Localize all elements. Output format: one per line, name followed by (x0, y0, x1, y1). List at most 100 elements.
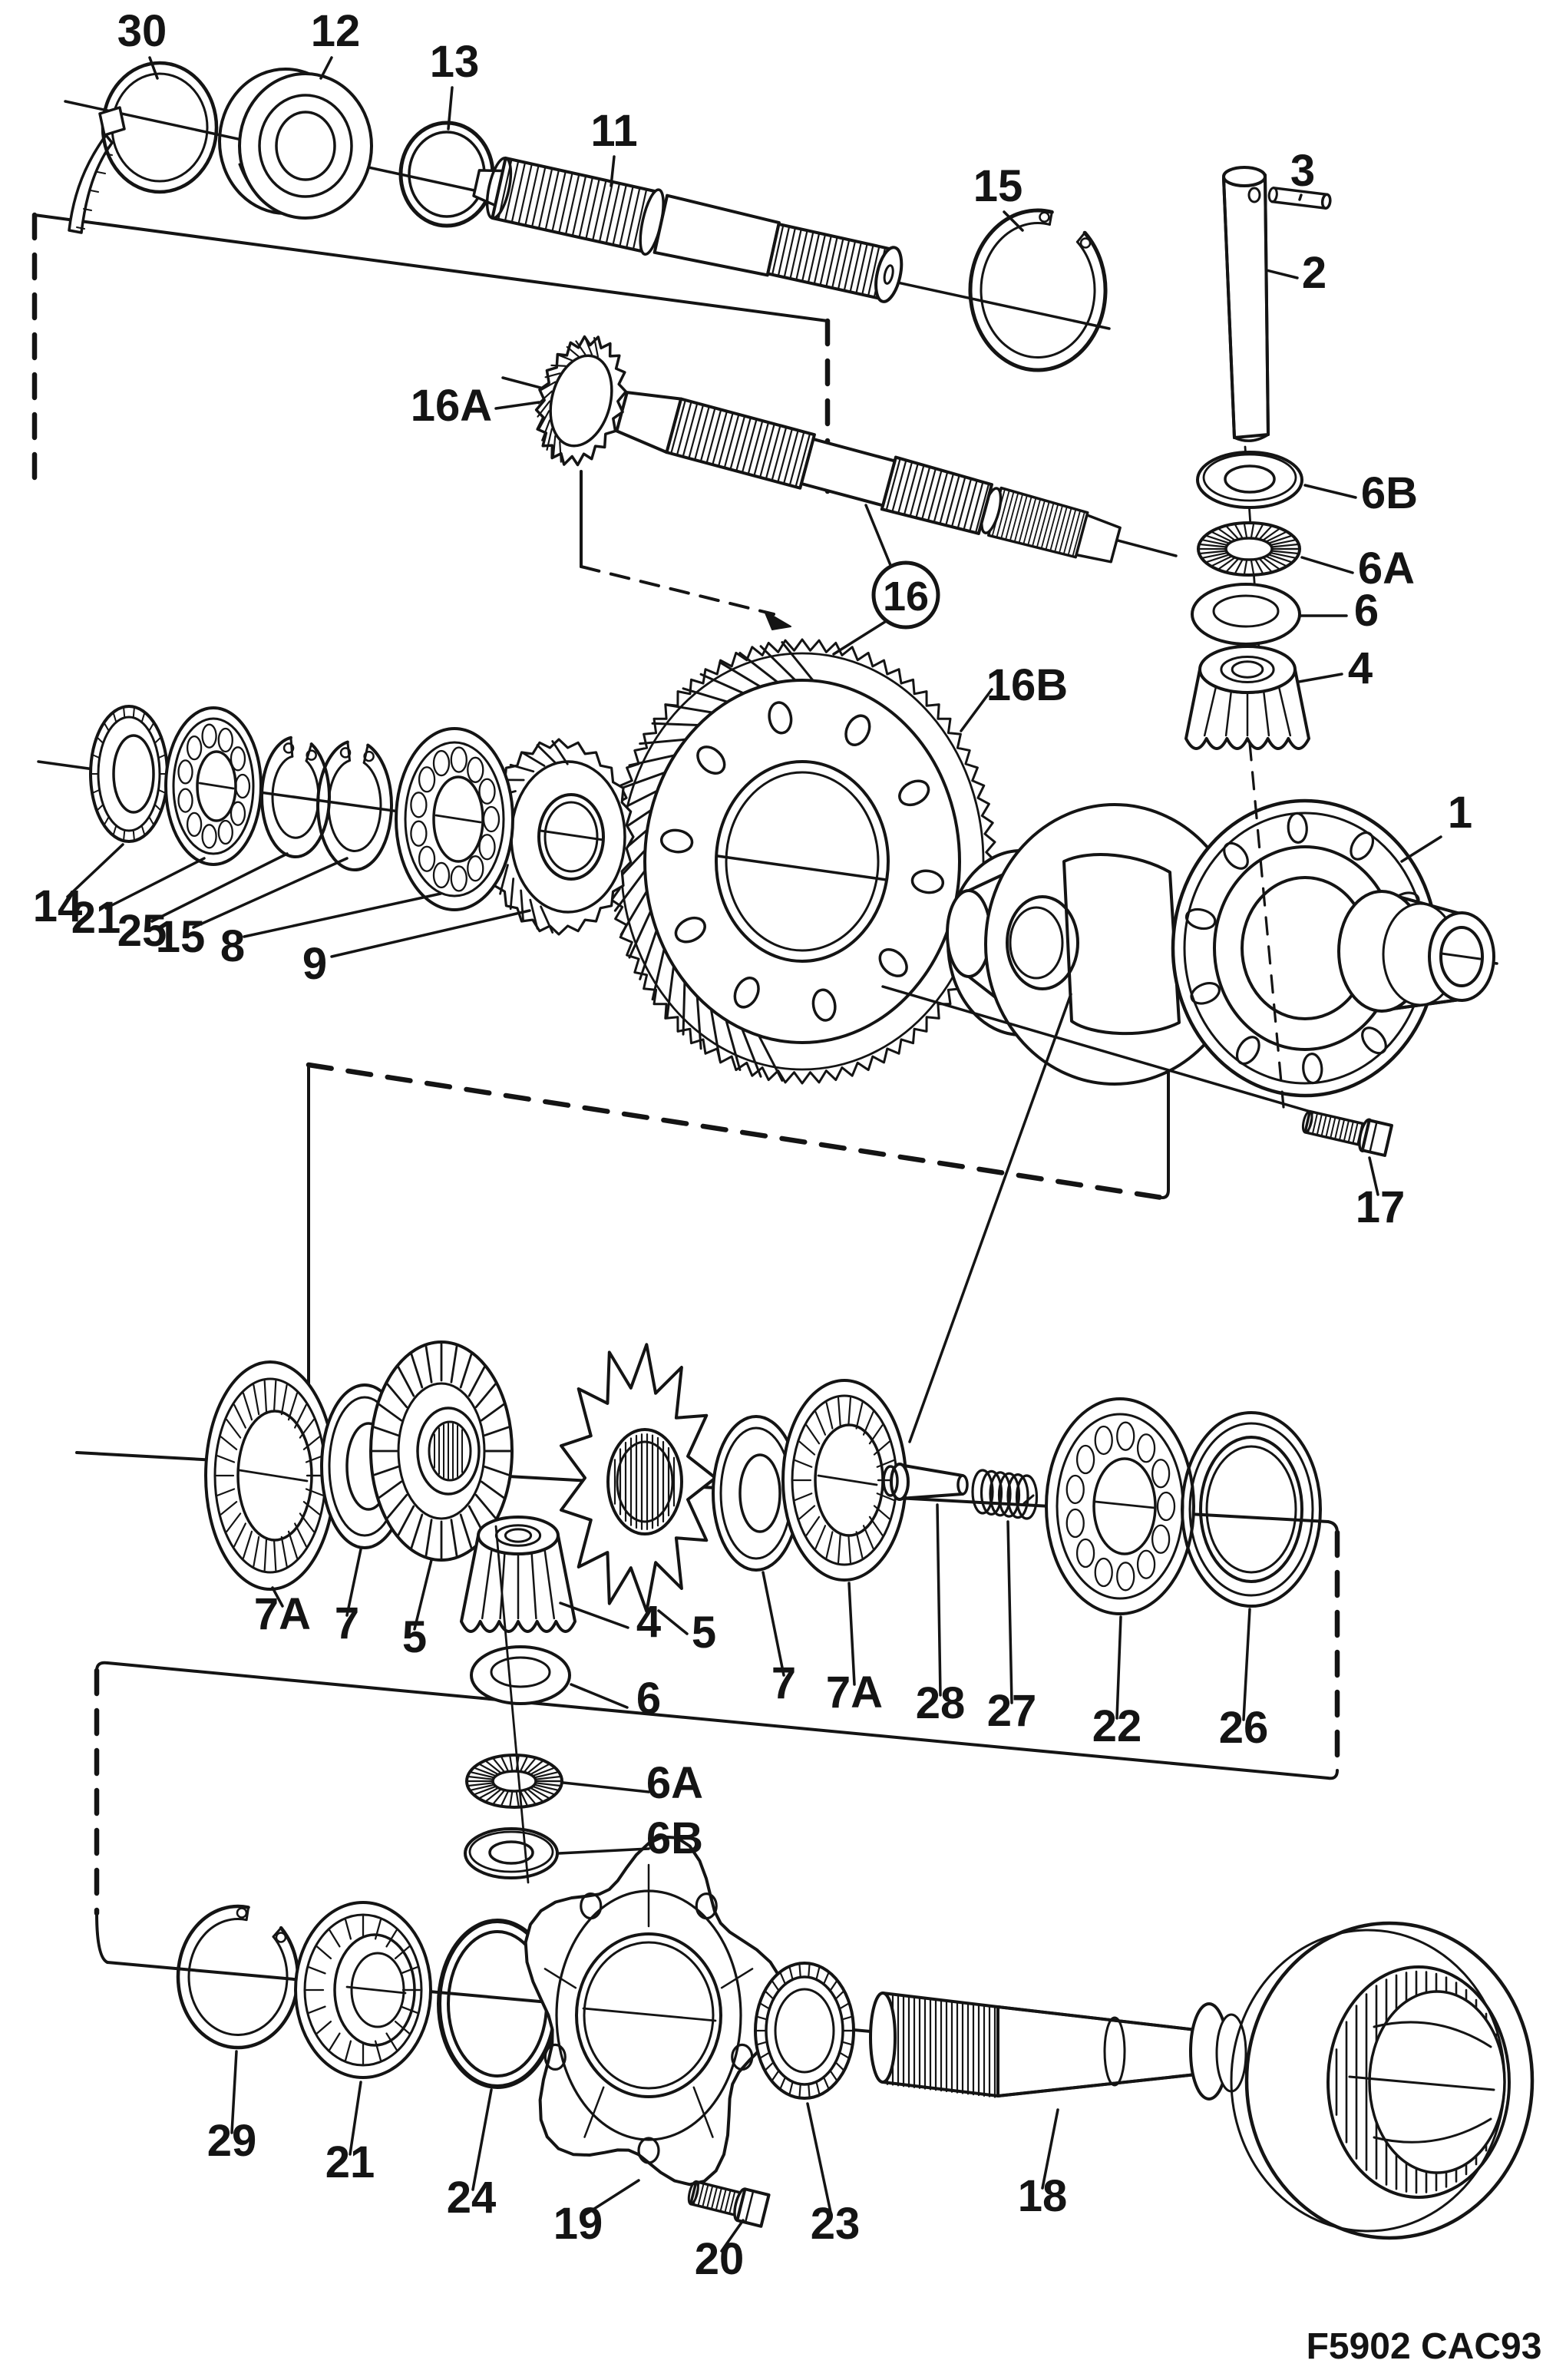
callout-1: 1 (1400, 788, 1472, 863)
callout-label: 11 (590, 106, 637, 156)
callout-label: 21 (71, 893, 121, 943)
callout-27: 27 (987, 1520, 1037, 1736)
callout-label: 16 (883, 574, 929, 620)
callout-label: 18 (1018, 2171, 1068, 2221)
callout-label: 7 (771, 1658, 796, 1708)
callout-26: 26 (1219, 1608, 1269, 1753)
callout-29: 29 (207, 2050, 256, 2166)
part-21-bearing-upper (164, 706, 263, 866)
callout-label: 6A (1358, 544, 1415, 593)
part-6b-washer-mid (464, 1827, 559, 1879)
callout-30: 30 (117, 6, 167, 80)
part-6a-lock-washer-mid (465, 1754, 563, 1809)
part-7-washer-right (712, 1415, 801, 1572)
part-6-washer-top (1191, 583, 1301, 646)
part-22-bearing (1045, 1397, 1195, 1615)
callout-25: 25 (117, 852, 289, 956)
part-8-bearing (395, 727, 514, 911)
callout-20: 20 (695, 2219, 745, 2284)
callout-16A: 16A (411, 381, 540, 431)
callout-label: 20 (695, 2234, 745, 2284)
part-12-flanged-seal (218, 68, 373, 220)
callout-11: 11 (590, 106, 638, 187)
callout-2: 2 (1265, 248, 1326, 298)
callout-label: 6B (1361, 468, 1418, 518)
callout-label: 6 (1354, 586, 1379, 636)
part-6-washer-mid (470, 1645, 571, 1705)
callout-17: 17 (1356, 1156, 1405, 1232)
callout-label: 22 (1092, 1701, 1142, 1751)
callout-label: 6A (646, 1758, 703, 1808)
callout-15a: 15 (973, 161, 1024, 232)
part-27-spring (971, 1469, 1039, 1520)
callout-label: 3 (1290, 146, 1315, 196)
callout-label: 16B (986, 660, 1068, 710)
callout-3: 3 (1290, 146, 1315, 201)
callout-21b: 21 (325, 2081, 375, 2187)
callout-6m: 6 (570, 1674, 661, 1724)
callout-label: 12 (311, 6, 361, 56)
callout-16B: 16B (960, 660, 1068, 732)
part-4-bevel-gear-top (1184, 645, 1310, 750)
callout-6At: 6A (1300, 544, 1415, 593)
callout-label: 14 (33, 881, 83, 931)
callout-13: 13 (430, 37, 479, 131)
callout-label: 30 (117, 6, 167, 56)
part-26-seal-ring (1181, 1411, 1322, 1608)
callout-6Am: 6A (562, 1758, 703, 1808)
callout-5l: 5 (402, 1559, 433, 1662)
callout-label: 7 (335, 1598, 359, 1648)
callout-label: 27 (987, 1686, 1037, 1736)
part-4-pinion-mid (460, 1516, 577, 1633)
part-16a-drive-pinion (534, 335, 1122, 564)
callout-label: 16A (411, 381, 492, 431)
callout-label: 2 (1302, 248, 1326, 298)
callout-label: 24 (447, 2173, 497, 2223)
callout-label: 8 (220, 921, 245, 971)
part-16b-ring-gear (607, 638, 997, 1085)
callout-8: 8 (220, 892, 442, 971)
callout-label: 5 (402, 1612, 427, 1662)
part-17-flange-bolt (1301, 1109, 1393, 1157)
part-23-seal (754, 1962, 855, 2100)
callout-label: 9 (302, 939, 327, 989)
figure-code: F5902 CAC93 (1307, 2326, 1542, 2367)
part-5-side-gear-left (369, 1340, 514, 1562)
callout-12: 12 (311, 6, 361, 80)
callout-label: 6 (636, 1674, 661, 1724)
callout-5m: 5 (657, 1608, 716, 1658)
callout-4t: 4 (1297, 643, 1373, 693)
part-20-cover-bolt (687, 2180, 771, 2228)
callout-label: 19 (553, 2199, 603, 2249)
callout-4m: 4 (559, 1597, 661, 1647)
part-5-spider-gear (560, 1343, 717, 1613)
part-28-plunger (882, 1463, 969, 1501)
callout-label: 21 (325, 2137, 375, 2187)
callout-7Al: 7A (254, 1586, 311, 1639)
part-19-side-cover (524, 1835, 786, 2187)
callout-6Bm: 6B (557, 1813, 703, 1863)
part-6b-washer-top (1196, 451, 1303, 509)
callout-7l: 7 (335, 1548, 362, 1648)
callout-label: 4 (1348, 643, 1373, 693)
part-30-hose-clamp (68, 61, 219, 234)
callout-label: 7A (254, 1589, 311, 1639)
callout-9: 9 (302, 909, 531, 989)
callout-15b: 15 (156, 857, 349, 962)
part-9-bevel-pinion (483, 738, 635, 936)
callout-label: 7A (826, 1668, 883, 1717)
callout-label: 26 (1219, 1703, 1269, 1753)
part-18-inner-drive-joint (869, 1921, 1535, 2240)
callout-23: 23 (806, 2102, 861, 2249)
part-7a-thrust-bearing-right (781, 1379, 907, 1582)
axis-gear-stack-mid (494, 1525, 530, 1884)
callout-label: 6B (646, 1813, 703, 1863)
callout-18: 18 (1018, 2108, 1068, 2221)
callout-14: 14 (33, 843, 124, 931)
callout-label: 1 (1448, 788, 1472, 838)
part-14-seal (89, 705, 169, 843)
callout-6Bt: 6B (1303, 468, 1418, 518)
callout-label: 23 (811, 2199, 861, 2249)
